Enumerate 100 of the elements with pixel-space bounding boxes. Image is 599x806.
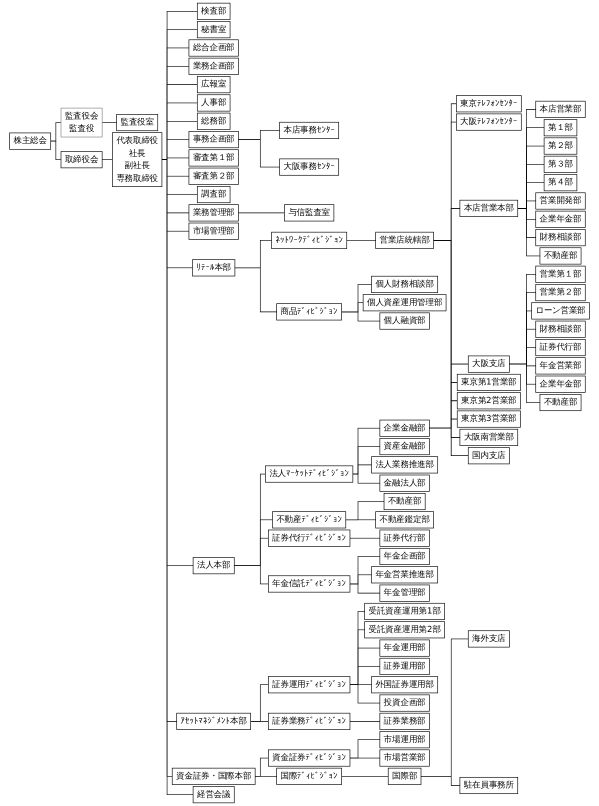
org-unit-box: 証券代行部	[380, 530, 430, 547]
org-unit-box: 営業第１部	[535, 266, 586, 283]
org-unit-box: 金融法人部	[380, 474, 430, 492]
org-unit-box: 不動産ﾃﾞｨﾋﾞｼﾞｮﾝ	[272, 511, 346, 528]
org-unit-box: 業務企画部	[188, 58, 239, 75]
org-unit-box: 業務管理部	[188, 204, 239, 222]
org-unit-box: 証券運用部	[380, 658, 430, 675]
connector-line	[341, 776, 389, 777]
org-unit-box: 法人業務推進部	[371, 456, 438, 474]
org-unit-box: 監査役室	[116, 114, 158, 132]
org-unit-box: 資金証券ﾃﾞｨﾋﾞｼﾞｮﾝ	[268, 750, 350, 767]
connector-line	[341, 312, 380, 322]
org-unit-box: 審査第２部	[188, 168, 239, 185]
org-unit-box: 不動産部	[540, 394, 582, 412]
org-unit-box: 海外支店	[468, 630, 510, 648]
connector-line	[238, 139, 280, 168]
connector-line	[254, 776, 277, 777]
org-unit-box: 営業開発部	[535, 192, 586, 210]
org-unit-box: 東京第3営業部	[456, 410, 521, 428]
connector-line	[350, 584, 380, 594]
connector-line	[50, 140, 62, 160]
connector-line	[420, 776, 460, 786]
org-unit-box: 監査役会 監査役	[60, 108, 102, 138]
org-unit-box: 取締役会	[60, 151, 102, 168]
org-unit-box: 東京第1営業部	[456, 374, 521, 391]
org-unit-box: 年金管理部	[380, 584, 430, 602]
connector-line	[238, 212, 285, 214]
org-unit-box: 与信監査室	[284, 204, 334, 222]
connector-line	[234, 268, 277, 312]
connector-line	[517, 208, 540, 256]
org-unit-box: 大阪南営業部	[460, 428, 518, 446]
org-unit-box: 第４部	[544, 174, 578, 192]
org-unit-box: ローン営業部	[531, 302, 590, 320]
org-unit-box: 審査第１部	[188, 149, 239, 166]
org-unit-box: 企業年金部	[535, 210, 586, 228]
org-unit-box: 年金営業部	[535, 357, 586, 374]
org-unit-box: 投資企画部	[380, 694, 430, 712]
org-unit-box: 国内支店	[468, 447, 510, 464]
org-unit-box: 東京第2営業部	[456, 392, 521, 410]
org-unit-box: 国際ﾃﾞｨﾋﾞｼﾞｮﾝ	[276, 768, 342, 785]
org-unit-box: 不動産部	[540, 247, 582, 264]
org-unit-box: 年金信託ﾃﾞｨﾋﾞｼﾞｮﾝ	[268, 575, 350, 592]
org-unit-box: 第１部	[544, 119, 578, 136]
org-unit-box: 企業年金部	[535, 376, 586, 393]
org-unit-box: ﾘﾃｰﾙ本部	[192, 259, 236, 276]
org-unit-box: 個人資産運用管理部	[362, 294, 446, 312]
org-unit-box: 大阪支店	[468, 356, 510, 373]
org-unit-box: 総合企画部	[188, 39, 239, 56]
org-unit-box: 不動産部	[384, 493, 426, 510]
org-unit-box: 証券代行部	[535, 339, 586, 356]
org-unit-box: 証券代行ﾃﾞｨﾋﾞｼﾞｮﾝ	[268, 530, 350, 547]
org-unit-box: 検査部	[196, 2, 230, 20]
connector-line	[350, 684, 380, 704]
org-unit-box: 本店営業本部	[460, 200, 518, 217]
org-unit-box: 企業金融部	[380, 420, 430, 437]
connector-line	[352, 474, 380, 484]
connector-line	[509, 364, 540, 403]
org-unit-box: 個人融資部	[380, 312, 430, 330]
org-unit-box: 受託資産運用第1部	[364, 602, 445, 620]
org-unit-box: ｱｾｯﾄﾏﾈｼﾞﾒﾝﾄ本部	[176, 712, 251, 730]
org-unit-box: 人事部	[196, 94, 230, 112]
org-unit-box: 総務部	[196, 112, 230, 130]
org-unit-box: 不動産鑑定部	[375, 511, 434, 528]
org-unit-box: 資金証券・国際本部	[172, 768, 256, 785]
org-unit-box: 調査部	[196, 186, 230, 204]
org-unit-box: 年金企画部	[380, 548, 430, 565]
org-unit-box: 証券業務ﾃﾞｨﾋﾞｼﾞｮﾝ	[268, 712, 350, 730]
org-unit-box: 事務企画部	[188, 131, 239, 148]
org-unit-box: 本店事務ｾﾝﾀｰ	[279, 122, 340, 139]
connector-line	[234, 565, 269, 584]
org-unit-box: 外国証券運用部	[371, 676, 438, 694]
org-unit-box: 年金運用部	[380, 640, 430, 657]
org-unit-box: 営業第２部	[535, 284, 586, 302]
org-unit-box: 市場管理部	[188, 222, 239, 240]
org-unit-box: 第２部	[544, 138, 578, 155]
connector-line	[346, 240, 376, 241]
connector-line	[429, 428, 469, 456]
org-unit-box: 資産金融部	[380, 438, 430, 456]
org-unit-box: 法人本部	[192, 557, 235, 574]
org-unit-box: 駐在員事務所	[460, 776, 518, 794]
org-unit-box: 大阪事務ｾﾝﾀｰ	[279, 158, 340, 176]
org-unit-box: 秘書室	[196, 21, 230, 38]
org-unit-box: 大阪ﾃﾚﾌｫﾝｾﾝﾀｰ	[456, 114, 522, 131]
org-unit-box: 財務相談部	[535, 320, 586, 338]
org-unit-box: 営業店統轄部	[375, 232, 434, 249]
connector-line	[250, 721, 269, 722]
org-unit-box: 国際部	[388, 768, 422, 785]
org-unit-box: 年金営業推進部	[371, 566, 438, 584]
org-unit-box: ﾈｯﾄﾜｰｸﾃﾞｨﾋﾞｼﾞｮﾝ	[271, 232, 348, 249]
org-unit-box: 市場運用部	[380, 731, 430, 748]
org-unit-box: 株主総会	[9, 132, 52, 150]
connector-line	[102, 159, 113, 160]
org-unit-box: 証券運用ﾃﾞｨﾋﾞｼﾞｮﾝ	[268, 676, 350, 694]
org-unit-box: 受託資産運用第2部	[364, 621, 445, 638]
org-unit-box: 経営会議	[192, 786, 235, 804]
org-unit-box: 市場営業部	[380, 750, 430, 767]
connector-line	[102, 122, 117, 123]
connector-line	[350, 721, 380, 722]
org-unit-box: 代表取締役 社長 副社長 専務取締役	[112, 132, 162, 187]
org-unit-box: 本店営業部	[535, 100, 586, 118]
